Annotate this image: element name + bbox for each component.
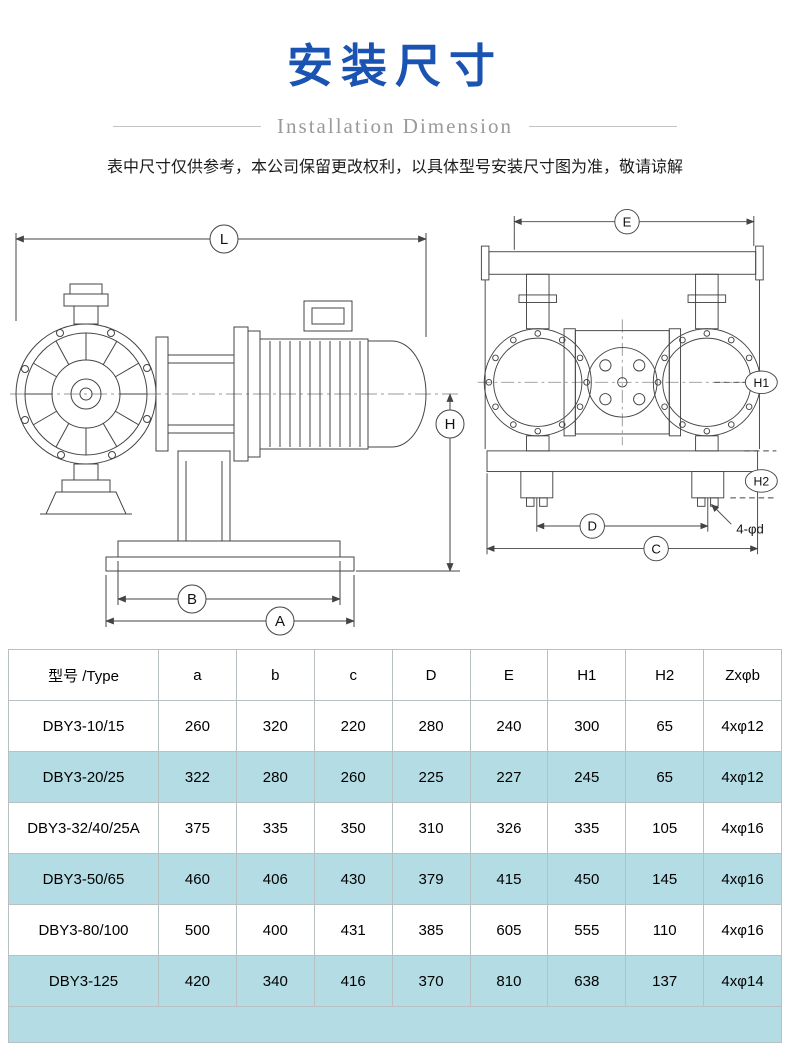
column-header: E bbox=[469, 649, 549, 701]
dimension-cell: 638 bbox=[547, 955, 627, 1007]
dimension-cell: 375 bbox=[158, 802, 237, 854]
column-header: Zxφb bbox=[703, 649, 782, 701]
dimension-cell: 227 bbox=[469, 751, 549, 803]
dimension-cell: 350 bbox=[313, 802, 393, 854]
dim-label-H: H bbox=[445, 416, 456, 433]
column-header: b bbox=[235, 649, 315, 701]
dimension-cell: 4xφ12 bbox=[703, 751, 782, 803]
model-cell: DBY3-32/40/25A bbox=[8, 802, 159, 854]
model-cell: DBY3-50/65 bbox=[8, 853, 159, 905]
dimension-cell: 400 bbox=[235, 904, 315, 956]
subtitle-right-line bbox=[528, 126, 677, 127]
dimension-cell: 105 bbox=[625, 802, 705, 854]
dimension-cell: 4xφ16 bbox=[703, 853, 782, 905]
dimension-cell: 370 bbox=[391, 955, 471, 1007]
column-header: H1 bbox=[547, 649, 627, 701]
dimension-cell: 145 bbox=[625, 853, 705, 905]
dimension-cell: 416 bbox=[313, 955, 393, 1007]
dimension-cell: 110 bbox=[625, 904, 705, 956]
dimension-cell: 260 bbox=[313, 751, 393, 803]
subtitle-text: Installation Dimension bbox=[277, 114, 513, 138]
dimension-cell: 4xφ16 bbox=[703, 904, 782, 956]
bolt-holes-label: 4-φd bbox=[736, 522, 764, 537]
pump-front-view-drawing: E H1 H2 D C 4-φd bbox=[477, 208, 778, 562]
dimension-cell: 335 bbox=[547, 802, 627, 854]
model-cell: DBY3-80/100 bbox=[8, 904, 159, 956]
dimension-cell: 280 bbox=[391, 700, 471, 752]
subtitle: Installation Dimension bbox=[0, 114, 790, 139]
dimension-cell: 65 bbox=[625, 751, 705, 803]
column-header: D bbox=[391, 649, 471, 701]
dim-label-B: B bbox=[187, 591, 197, 608]
dimension-cell: 300 bbox=[547, 700, 627, 752]
dimension-cell: 431 bbox=[313, 904, 393, 956]
subtitle-left-line bbox=[113, 126, 262, 127]
dimension-cell: 450 bbox=[547, 853, 627, 905]
dimension-cell: 240 bbox=[469, 700, 549, 752]
dimension-cell: 4xφ16 bbox=[703, 802, 782, 854]
dimension-cell: 225 bbox=[391, 751, 471, 803]
dim-label-L: L bbox=[220, 231, 228, 248]
dimension-cell: 310 bbox=[391, 802, 471, 854]
dimension-cell: 415 bbox=[469, 853, 549, 905]
dimension-cell: 65 bbox=[625, 700, 705, 752]
pump-side-view-drawing: L H B A bbox=[10, 224, 465, 636]
dimension-cell: 555 bbox=[547, 904, 627, 956]
dimension-cell: 385 bbox=[391, 904, 471, 956]
dimension-cell: 326 bbox=[469, 802, 549, 854]
dimension-cell: 322 bbox=[158, 751, 237, 803]
dimension-cell: 260 bbox=[158, 700, 237, 752]
model-cell: DBY3-20/25 bbox=[8, 751, 159, 803]
dimension-cell: 220 bbox=[313, 700, 393, 752]
dimension-cell: 4xφ14 bbox=[703, 955, 782, 1007]
dimension-cell: 340 bbox=[235, 955, 315, 1007]
column-header: H2 bbox=[625, 649, 705, 701]
installation-drawings: L H B A bbox=[0, 183, 790, 639]
page-title: 安装尺寸 bbox=[287, 40, 503, 92]
dimension-cell: 335 bbox=[235, 802, 315, 854]
dim-label-C: C bbox=[651, 541, 661, 556]
dimension-cell: 280 bbox=[235, 751, 315, 803]
dimension-cell: 500 bbox=[158, 904, 237, 956]
model-cell: DBY3-10/15 bbox=[8, 700, 159, 752]
dimension-cell: 4xφ12 bbox=[703, 700, 782, 752]
column-header: a bbox=[158, 649, 237, 701]
dimension-cell: 430 bbox=[313, 853, 393, 905]
dimension-cell: 406 bbox=[235, 853, 315, 905]
dim-label-D: D bbox=[587, 519, 597, 534]
dimension-cell: 460 bbox=[158, 853, 237, 905]
dimension-cell: 420 bbox=[158, 955, 237, 1007]
dimension-cell: 320 bbox=[235, 700, 315, 752]
dim-label-E: E bbox=[623, 214, 632, 229]
dimension-cell: 379 bbox=[391, 853, 471, 905]
dim-label-A: A bbox=[275, 613, 285, 630]
column-header: c bbox=[313, 649, 393, 701]
dim-label-H2: H2 bbox=[754, 475, 770, 489]
dim-label-H1: H1 bbox=[754, 376, 770, 390]
model-cell: DBY3-125 bbox=[8, 955, 159, 1007]
dimension-cell: 245 bbox=[547, 751, 627, 803]
disclaimer-note: 表中尺寸仅供参考，本公司保留更改权利，以具体型号安装尺寸图为准，敬请谅解 bbox=[106, 159, 683, 176]
dimension-cell: 137 bbox=[625, 955, 705, 1007]
dimension-cell: 810 bbox=[469, 955, 549, 1007]
table-footer-strip bbox=[8, 1007, 782, 1043]
dimension-cell: 605 bbox=[469, 904, 549, 956]
column-header: 型号 /Type bbox=[8, 649, 159, 701]
